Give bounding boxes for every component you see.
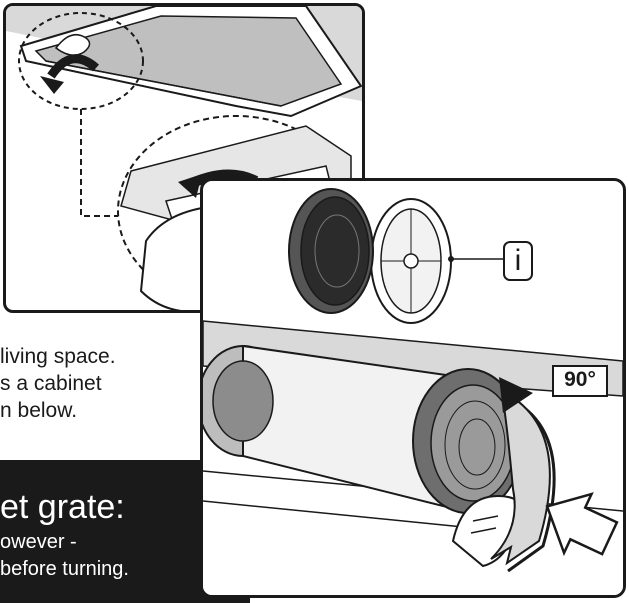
filter-install-panel: i 90° <box>200 178 626 598</box>
filter-install-illustration <box>203 188 623 595</box>
warning-line-2: before turning. <box>0 558 129 580</box>
warning-heading: et grate: <box>0 488 125 526</box>
angle-label: 90° <box>552 365 608 397</box>
info-icon: i <box>503 241 533 281</box>
warning-line-1: owever - <box>0 531 77 553</box>
instruction-line-1: living space. <box>0 345 116 368</box>
instruction-line-2: s a cabinet <box>0 372 102 395</box>
instruction-line-3: n below. <box>0 399 78 422</box>
